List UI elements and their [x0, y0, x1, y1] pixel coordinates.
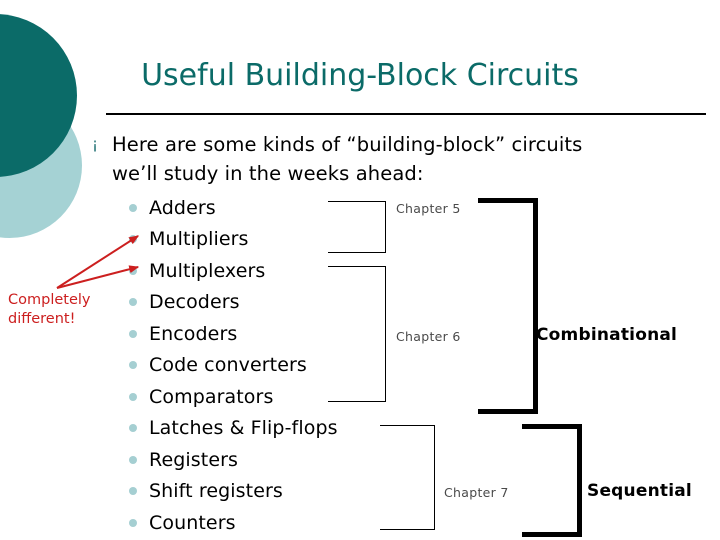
list-item-label: Counters: [149, 511, 236, 534]
chapter-label-6: Chapter 6: [396, 329, 461, 344]
list-item: Shift registers: [125, 476, 455, 508]
group-label-sequential: Sequential: [587, 481, 692, 501]
lead-row-2: we’ll study in the weeks ahead:: [90, 159, 710, 188]
dot-bullet-icon: [125, 507, 149, 539]
dot-bullet-icon: [125, 413, 149, 445]
list-item: Comparators: [125, 381, 455, 413]
list-item: Adders: [125, 192, 455, 224]
dot-bullet-icon: [125, 192, 149, 224]
bracket-chapter-7: [380, 425, 435, 530]
list-item: Encoders: [125, 318, 455, 350]
lead-row-1: ¡ Here are some kinds of “building-block…: [90, 130, 710, 159]
list-item: Decoders: [125, 287, 455, 319]
chapter-label-5: Chapter 5: [396, 201, 461, 216]
annotation-text: Completely different!: [8, 291, 120, 329]
chapter-label-7: Chapter 7: [444, 485, 509, 500]
annotation-line-2: different!: [8, 311, 76, 327]
list-item-label: Code converters: [149, 354, 307, 377]
list-item-label: Shift registers: [149, 480, 283, 503]
dot-bullet-icon: [125, 444, 149, 476]
dot-bullet-icon: [125, 318, 149, 350]
bracket-chapter-6: [328, 266, 386, 402]
dot-bullet-icon: [125, 350, 149, 382]
list-item: Multipliers: [125, 224, 455, 256]
dot-bullet-icon: [125, 476, 149, 508]
annotation-line-1: Completely: [8, 292, 91, 308]
list-item-label: Adders: [149, 196, 216, 219]
list-item-label: Comparators: [149, 385, 274, 408]
list-item-label: Registers: [149, 448, 239, 471]
lead-paragraph: ¡ Here are some kinds of “building-block…: [90, 130, 710, 188]
list-item: Counters: [125, 507, 455, 539]
bracket-combinational: [478, 198, 538, 414]
dot-bullet-icon: [125, 287, 149, 319]
circuit-list: Adders Multipliers Multiplexers Decoders…: [125, 192, 455, 539]
dot-bullet-icon: [125, 381, 149, 413]
list-item: Registers: [125, 444, 455, 476]
list-item: Code converters: [125, 350, 455, 382]
lead-line-1: Here are some kinds of “building-block” …: [112, 133, 583, 156]
list-item: Latches & Flip-flops: [125, 413, 455, 445]
lead-line-2: we’ll study in the weeks ahead:: [112, 162, 424, 185]
list-item-label: Multipliers: [149, 228, 249, 251]
dot-bullet-icon: [125, 255, 149, 287]
list-item-label: Multiplexers: [149, 259, 266, 282]
list-item-label: Latches & Flip-flops: [149, 417, 338, 440]
bracket-sequential: [522, 424, 582, 537]
hollow-bullet-icon: ¡: [92, 135, 99, 153]
list-item: Multiplexers: [125, 255, 455, 287]
list-item-label: Encoders: [149, 322, 238, 345]
dot-bullet-icon: [125, 224, 149, 256]
bracket-chapter-5: [328, 201, 386, 253]
page-title: Useful Building-Block Circuits: [141, 58, 579, 93]
group-label-combinational: Combinational: [536, 325, 678, 345]
title-divider: [106, 113, 706, 115]
list-item-label: Decoders: [149, 291, 240, 314]
